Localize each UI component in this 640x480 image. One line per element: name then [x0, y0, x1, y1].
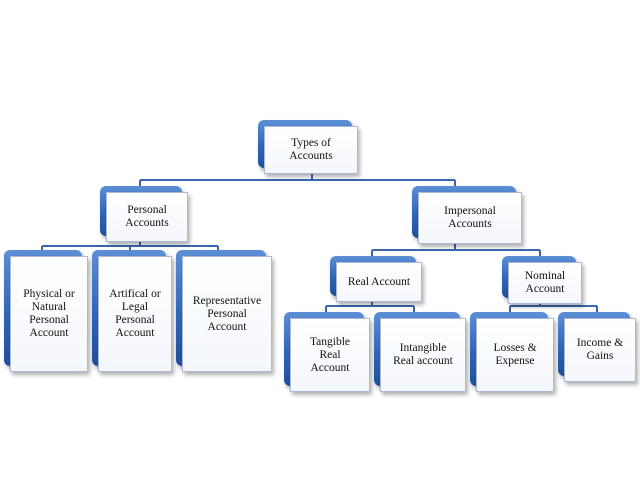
node-label: Nominal Account [524, 270, 566, 295]
node-real-account: Real Account [330, 256, 422, 302]
node-artificial-legal-personal-account: Artifical or Legal Personal Account [92, 250, 172, 372]
node-label: Income & Gains [576, 337, 624, 362]
node-nominal-account: Nominal Account [502, 256, 582, 304]
node-income-gains: Income & Gains [558, 312, 636, 382]
node-label: Intangible Real account [393, 342, 453, 367]
node-label: Physical or Natural Personal Account [23, 288, 75, 339]
node-losses-expense: Losses & Expense [470, 312, 554, 392]
node-tangible-real-account: Tangible Real Account [284, 312, 370, 392]
node-label: Personal Accounts [125, 204, 169, 229]
node-label: Tangible Real Account [309, 335, 351, 374]
node-physical-natural-personal-account: Physical or Natural Personal Account [4, 250, 88, 372]
node-impersonal-accounts: Impersonal Accounts [412, 186, 522, 244]
node-representative-personal-account: Representative Personal Account [176, 250, 272, 372]
node-intangible-real-account: Intangible Real account [374, 312, 466, 392]
node-label: Losses & Expense [493, 342, 537, 367]
node-label: Artifical or Legal Personal Account [109, 288, 161, 339]
node-label: Representative Personal Account [192, 294, 262, 333]
node-personal-accounts: Personal Accounts [100, 186, 188, 242]
node-label: Impersonal Accounts [444, 205, 496, 230]
node-types-of-accounts: Types of Accounts [258, 120, 358, 174]
node-label: Types of Accounts [289, 137, 333, 162]
node-label: Real Account [347, 275, 411, 288]
